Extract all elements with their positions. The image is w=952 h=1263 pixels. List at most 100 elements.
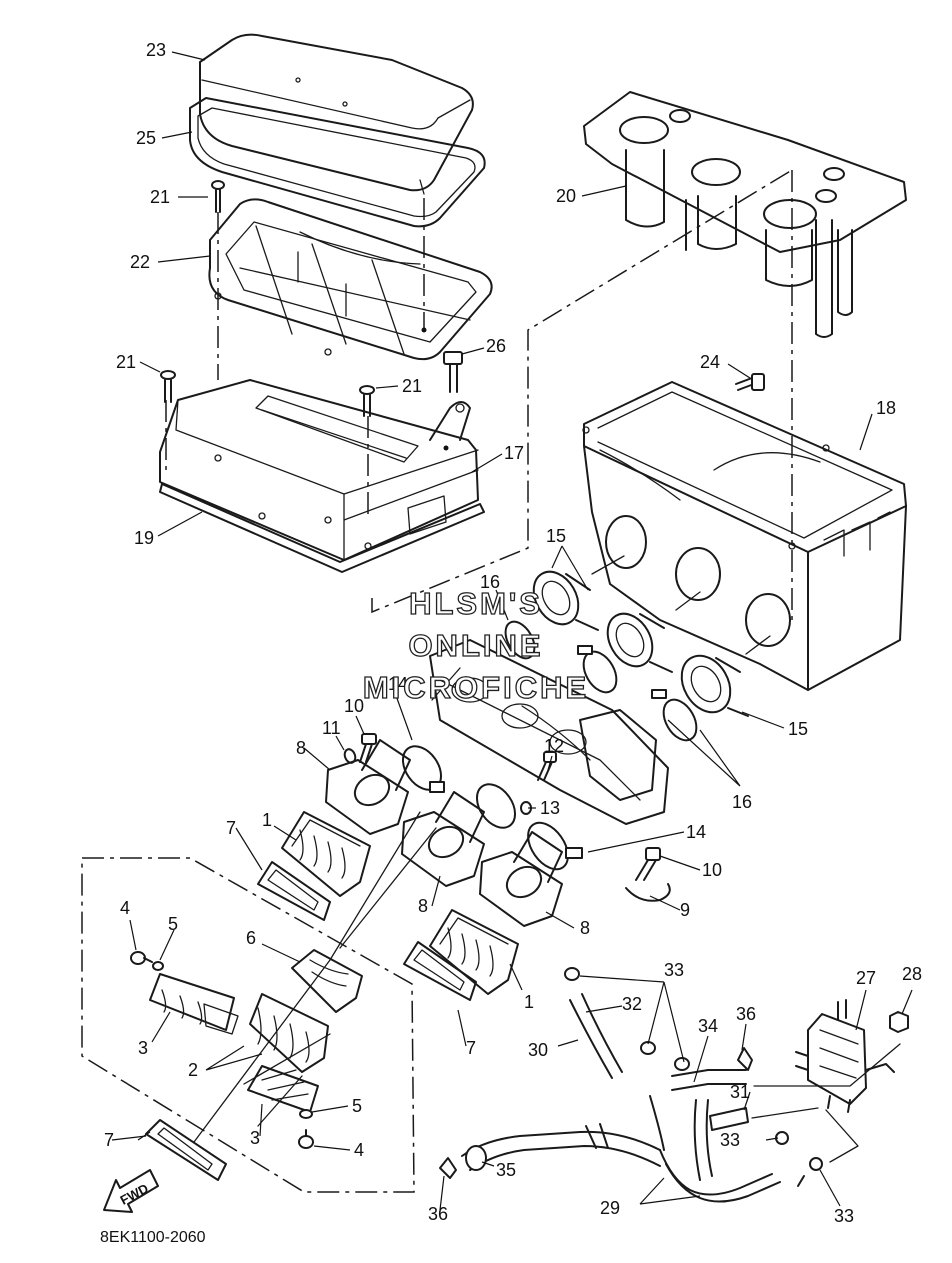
clamp-14-c — [527, 821, 583, 871]
callout-7: 7 — [104, 1130, 114, 1150]
clamp-16-a — [577, 645, 618, 694]
callout-3: 3 — [250, 1128, 260, 1148]
callout-21: 21 — [402, 376, 422, 396]
callout-35: 35 — [496, 1160, 516, 1180]
fuel-valve-27 — [795, 999, 895, 1113]
hose-35 — [461, 1123, 661, 1171]
reed-stopper-6 — [291, 949, 363, 1013]
callout-1: 1 — [262, 810, 272, 830]
clamp-16-b — [651, 689, 698, 742]
washer-5-upper — [152, 961, 164, 971]
callout-8: 8 — [580, 918, 590, 938]
callout-14: 14 — [388, 674, 408, 694]
callout-16: 16 — [480, 572, 500, 592]
callout-11: 11 — [322, 718, 341, 738]
callout-12: 12 — [544, 736, 564, 756]
manifold-8-a — [325, 739, 411, 835]
bolt-10-upper — [359, 733, 377, 763]
watermark-line-3: MICROFICHE — [363, 670, 589, 705]
callout-24: 24 — [700, 352, 720, 372]
watermark-line-1: HLSM'S — [409, 586, 543, 621]
screw-4-upper — [130, 951, 153, 965]
center-lines — [165, 169, 901, 1163]
fwd-label: FWD — [118, 1181, 151, 1208]
reed-cage-2 — [249, 993, 329, 1073]
bolt-12 — [537, 751, 557, 781]
intake-funnel-plate — [583, 91, 907, 338]
nut-28 — [889, 1011, 909, 1033]
screw-4-lower — [298, 1129, 314, 1149]
callout-20: 20 — [556, 186, 576, 206]
callout-8: 8 — [296, 738, 306, 758]
callout-7: 7 — [226, 818, 236, 838]
callout-labels: 23 25 21 22 21 21 26 20 24 18 17 19 15 1… — [104, 40, 922, 1226]
callout-1: 1 — [524, 992, 534, 1012]
callout-10: 10 — [344, 696, 364, 716]
airbox-cover — [199, 33, 474, 195]
washer-5-lower — [299, 1109, 313, 1119]
callout-14: 14 — [686, 822, 706, 842]
reed-petal-3-lower — [247, 1065, 319, 1113]
callout-8: 8 — [418, 896, 428, 916]
throttle-body — [429, 639, 669, 825]
callout-34: 34 — [698, 1016, 718, 1036]
callout-32: 32 — [622, 994, 642, 1014]
callout-5: 5 — [352, 1096, 362, 1116]
watermark: HLSM'S ONLINE MICROFICHE — [362, 585, 589, 705]
callout-36: 36 — [736, 1004, 756, 1024]
gasket-7-lower — [145, 1119, 227, 1181]
clamp-14-a — [401, 745, 445, 793]
callout-6: 6 — [246, 928, 256, 948]
screw-21-top — [211, 180, 225, 213]
catalog-code: 8EK1100-2060 — [100, 1229, 206, 1246]
callout-18: 18 — [876, 398, 896, 418]
callout-4: 4 — [120, 898, 130, 918]
callout-13: 13 — [540, 798, 560, 818]
bolt-26 — [443, 351, 463, 393]
watermark-line-2: ONLINE — [408, 628, 543, 663]
callout-17: 17 — [504, 443, 524, 463]
callout-15: 15 — [788, 719, 808, 739]
callout-25: 25 — [136, 128, 156, 148]
callout-31: 31 — [730, 1082, 750, 1102]
callout-28: 28 — [902, 964, 922, 984]
intake-boot-2 — [606, 612, 673, 673]
callout-19: 19 — [134, 528, 154, 548]
reed-valve-1-upper — [281, 811, 371, 897]
callout-2: 2 — [188, 1060, 198, 1080]
callout-30: 30 — [528, 1040, 548, 1060]
manifold-8-c — [479, 831, 563, 927]
callout-leaders — [111, 51, 913, 1211]
callout-7: 7 — [466, 1038, 476, 1058]
callout-29: 29 — [600, 1198, 620, 1218]
clips-33 — [564, 967, 823, 1171]
callout-16: 16 — [732, 792, 752, 812]
callout-33: 33 — [834, 1206, 854, 1226]
intake-boot-1 — [532, 570, 599, 631]
callout-36: 36 — [428, 1204, 448, 1224]
callout-33: 33 — [664, 960, 684, 980]
bolt-24 — [735, 373, 765, 391]
reed-petal-3-upper — [149, 973, 239, 1035]
fwd-arrow: FWD — [103, 1169, 159, 1213]
airbox-case — [582, 381, 907, 691]
callout-27: 27 — [856, 968, 876, 988]
callout-9: 9 — [680, 900, 690, 920]
screw-21-left — [160, 370, 176, 403]
intake-boot-3 — [680, 654, 749, 717]
clip-36-upper — [737, 1047, 753, 1071]
cover-seal — [189, 97, 486, 228]
gasket-7-upper — [257, 861, 331, 921]
callout-10: 10 — [702, 860, 722, 880]
reed-valve-1-lower — [429, 909, 519, 995]
airbox-gasket — [159, 483, 485, 573]
gasket-7-right — [403, 941, 477, 1001]
fitting-31 — [709, 1107, 749, 1131]
hoses-29 — [649, 1095, 805, 1203]
detail-boundary — [81, 857, 415, 1193]
bolt-10-lower — [635, 847, 661, 881]
callout-21: 21 — [150, 187, 170, 207]
hose-34 — [671, 1069, 747, 1091]
callout-26: 26 — [486, 336, 506, 356]
